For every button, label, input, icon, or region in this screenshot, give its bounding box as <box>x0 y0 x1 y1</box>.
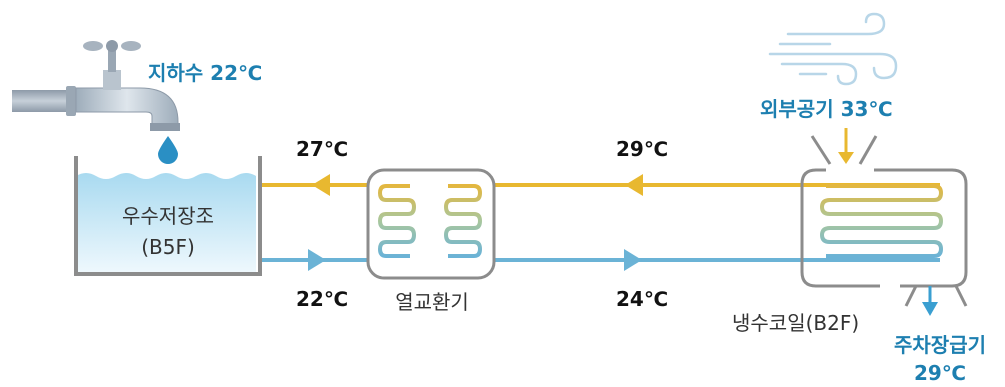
cooling-coil-label: 냉수코일(B2F) <box>732 311 859 335</box>
groundwater-label: 지하수 22℃ <box>148 61 262 85</box>
flow-arrow-right-icon <box>308 249 326 271</box>
flow-arrow-left-icon <box>625 174 643 196</box>
heat-exchanger <box>366 168 496 280</box>
faucet-icon <box>12 40 180 131</box>
wind-icon <box>768 12 898 86</box>
cooling-coil-unit <box>800 135 968 307</box>
temp-top-right: 29℃ <box>616 137 668 161</box>
temp-bottom-left: 22℃ <box>296 287 348 311</box>
water-tank <box>74 156 262 276</box>
heat-exchanger-label: 열교환기 <box>395 290 469 314</box>
supply-air-arrow-icon <box>922 286 938 316</box>
temp-top-left: 27℃ <box>296 137 348 161</box>
flow-arrow-left-icon <box>312 174 330 196</box>
tank-floor-label: (B5F) <box>141 235 195 259</box>
tank-name-label: 우수저장조 <box>122 204 214 228</box>
flow-arrow-right-icon <box>624 249 642 271</box>
water-drop-icon <box>158 136 178 164</box>
cool-supply-line <box>262 249 940 271</box>
parking-temp-label: 29℃ <box>914 361 966 385</box>
air-inflow-arrow-icon <box>838 128 854 164</box>
parking-supply-label: 주차장급기 <box>894 333 986 357</box>
outside-air-label: 외부공기 33℃ <box>760 97 893 121</box>
temp-bottom-right: 24℃ <box>616 287 668 311</box>
